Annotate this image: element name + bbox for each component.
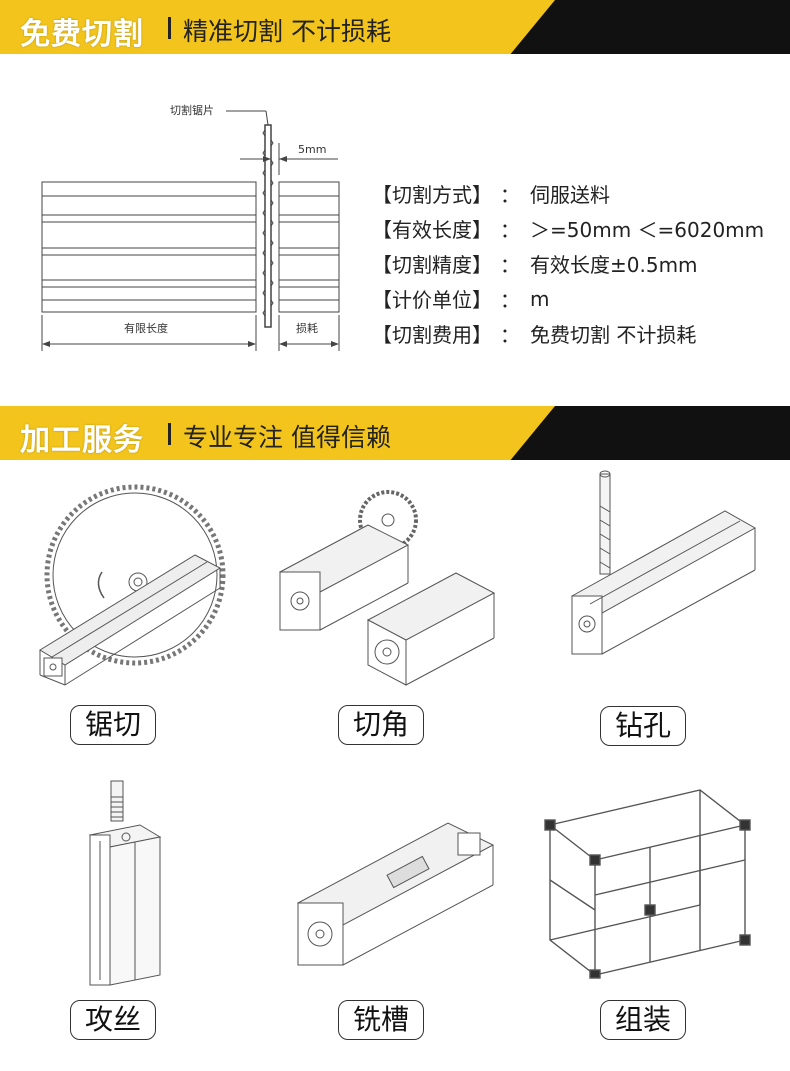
spec-colon: ： [500, 288, 520, 312]
banner-yellow-strip [0, 0, 555, 54]
spec-value: 伺服送料 [530, 183, 610, 207]
drilling-illustration-icon [570, 470, 757, 655]
banner-yellow-strip [0, 406, 555, 460]
service-label: 攻丝 [70, 1000, 157, 1040]
spec-value: 有效长度±0.5mm [530, 253, 698, 277]
service-saw-cutting: 锯切 [10, 480, 270, 755]
gap-dimension-label: 5mm [298, 143, 327, 156]
spec-row: 【计价单位】 ： m [372, 281, 782, 316]
title-divider [168, 17, 171, 39]
spec-label: 【切割费用】 [372, 323, 492, 347]
service-milling-slot: 铣槽 [268, 805, 528, 1045]
cutting-diagram: 切割锯片 5mm 有限长度 损耗 [30, 95, 350, 360]
loss-dimension-label: 损耗 [296, 322, 318, 335]
spec-label: 【计价单位】 [372, 288, 492, 312]
section-title: 免费切割 [20, 17, 144, 52]
banner-processing-services: 加工服务 专业专注 值得信赖 [0, 406, 790, 460]
section-title: 加工服务 [20, 423, 144, 458]
cutting-specs: 【切割方式】 ： 伺服送料 【有效长度】 ： ＞=50mm ＜=6020mm 【切割精度… [372, 176, 782, 351]
title-divider [168, 423, 171, 445]
banner-free-cutting: 免费切割 精准切割 不计损耗 [0, 0, 790, 54]
section-subtitle: 精准切割 不计损耗 [183, 17, 391, 46]
section-subtitle: 专业专注 值得信赖 [183, 423, 391, 452]
blade-label: 切割锯片 [170, 104, 214, 117]
cutting-diagram-drawing [41, 110, 340, 351]
spec-value: 免费切割 不计损耗 [530, 323, 697, 347]
service-tapping: 攻丝 [10, 775, 270, 1045]
spec-value: ＞=50mm ＜=6020mm [530, 218, 765, 242]
service-label: 铣槽 [338, 1000, 425, 1040]
saw-cutting-illustration-icon [39, 484, 226, 686]
angle-cutting-illustration-icon [278, 490, 496, 686]
service-label: 切角 [338, 705, 425, 745]
spec-colon: ： [500, 323, 520, 347]
service-assembly: 组装 [530, 780, 790, 1045]
spec-label: 【有效长度】 [372, 218, 492, 242]
length-dimension-label: 有限长度 [124, 322, 168, 335]
spec-row: 【切割费用】 ： 免费切割 不计损耗 [372, 316, 782, 351]
spec-row: 【有效长度】 ： ＞=50mm ＜=6020mm [372, 211, 782, 246]
service-label: 钻孔 [600, 706, 687, 746]
spec-colon: ： [500, 183, 520, 207]
milling-slot-illustration-icon [296, 822, 495, 966]
assembly-frame-illustration-icon [544, 789, 751, 979]
service-drilling: 钻孔 [530, 466, 790, 755]
tapping-illustration-icon [88, 780, 162, 986]
service-label: 锯切 [70, 705, 157, 745]
spec-colon: ： [500, 218, 520, 242]
spec-label: 【切割精度】 [372, 253, 492, 277]
spec-row: 【切割精度】 ： 有效长度±0.5mm [372, 246, 782, 281]
spec-row: 【切割方式】 ： 伺服送料 [372, 176, 782, 211]
spec-value: m [530, 286, 550, 311]
spec-colon: ： [500, 253, 520, 277]
spec-label: 【切割方式】 [372, 183, 492, 207]
service-label: 组装 [600, 1000, 687, 1040]
service-angle-cutting: 切角 [268, 480, 528, 755]
